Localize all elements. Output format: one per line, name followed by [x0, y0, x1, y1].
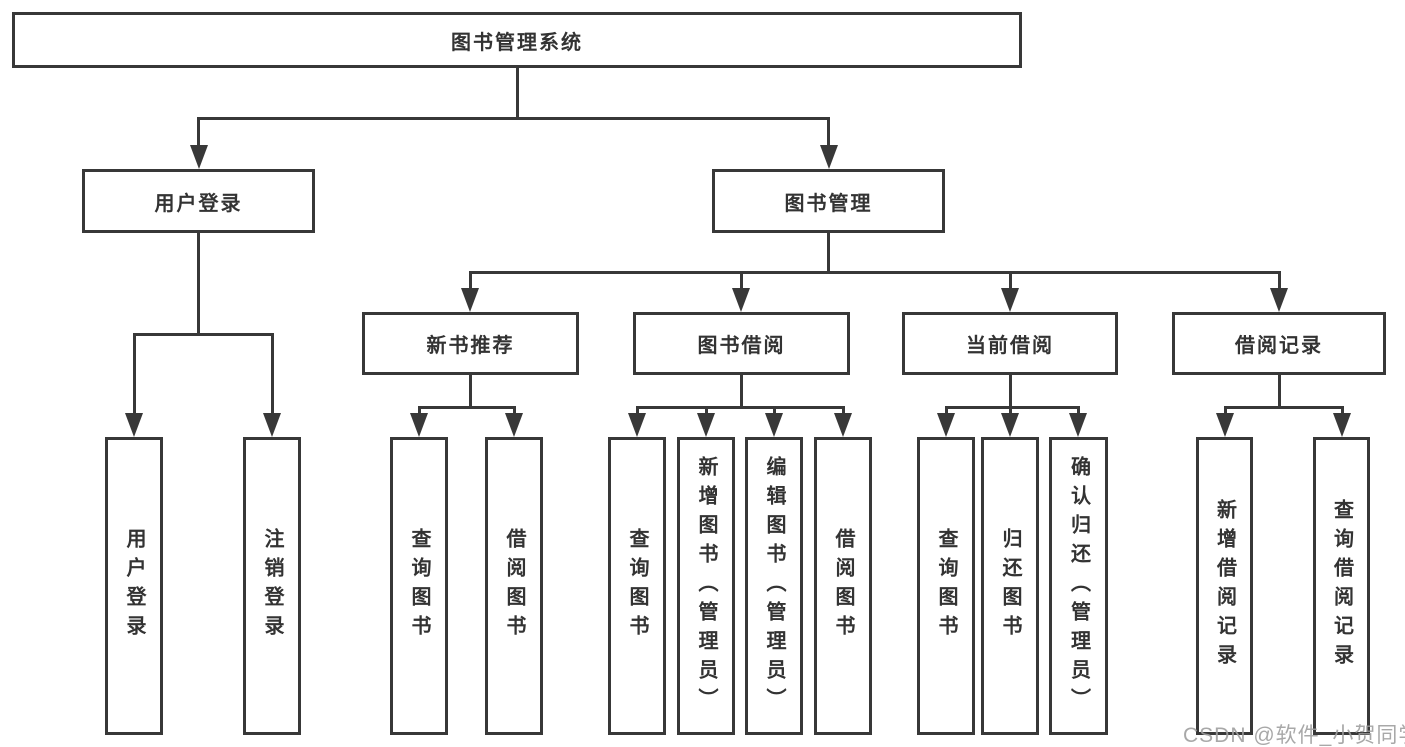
arrow-down-icon [461, 288, 479, 312]
arrow-down-icon [125, 413, 143, 437]
node-borrowing-records: 借阅记录 [1172, 312, 1386, 375]
connector-line [1224, 406, 1344, 409]
node-label: 图书管理系统 [451, 31, 583, 54]
leaf-edit-book-admin: 编辑图书（管理员） [745, 437, 803, 735]
connector-line [197, 117, 830, 120]
connector-line [418, 406, 421, 416]
arrow-down-icon [1270, 288, 1288, 312]
connector-line [827, 117, 830, 147]
node-label: 图书借阅 [697, 335, 786, 357]
arrow-down-icon [732, 288, 750, 312]
arrow-down-icon [834, 413, 852, 437]
leaf-query-borrow-record: 查询借阅记录 [1313, 437, 1370, 735]
connector-line [418, 406, 516, 409]
connector-line [827, 233, 830, 273]
arrow-down-icon [937, 413, 955, 437]
node-book-borrowing: 图书借阅 [633, 312, 850, 375]
arrow-down-icon [765, 413, 783, 437]
node-label: 查询图书 [408, 528, 430, 644]
node-label: 新增图书（管理员） [695, 455, 717, 717]
node-new-book-recommend: 新书推荐 [362, 312, 579, 375]
node-label: 图书管理 [784, 192, 873, 215]
leaf-user-login: 用户登录 [105, 437, 163, 735]
node-label: 用户登录 [123, 528, 145, 644]
connector-line [1009, 271, 1012, 290]
arrow-down-icon [1069, 413, 1087, 437]
connector-line [705, 406, 708, 416]
arrow-down-icon [410, 413, 428, 437]
connector-line [1341, 406, 1344, 416]
connector-line [1278, 271, 1281, 290]
connector-line [516, 68, 519, 119]
connector-line [945, 406, 948, 416]
connector-line [469, 375, 472, 408]
node-label: 新增借阅记录 [1213, 499, 1236, 673]
node-label: 借阅图书 [832, 528, 854, 644]
arrow-down-icon [505, 413, 523, 437]
leaf-borrow-book: 借阅图书 [814, 437, 872, 735]
connector-line [636, 406, 639, 416]
leaf-borrow-book: 借阅图书 [485, 437, 543, 735]
connector-line [1077, 406, 1080, 416]
connector-line [740, 375, 743, 408]
node-label: 新书推荐 [426, 335, 515, 357]
leaf-logout: 注销登录 [243, 437, 301, 735]
arrow-down-icon [1333, 413, 1351, 437]
connector-line [1009, 406, 1012, 416]
leaf-query-book: 查询图书 [390, 437, 448, 735]
node-label: 编辑图书（管理员） [763, 455, 785, 717]
node-label: 注销登录 [261, 528, 283, 644]
node-user-login: 用户登录 [82, 169, 315, 233]
connector-line [197, 117, 200, 147]
leaf-return-book: 归还图书 [981, 437, 1039, 735]
leaf-query-book: 查询图书 [917, 437, 975, 735]
leaf-add-book-admin: 新增图书（管理员） [677, 437, 735, 735]
watermark: CSDN @软件_小贺同学 [1183, 724, 1405, 747]
connector-line [513, 406, 516, 416]
node-label: 查询图书 [626, 528, 648, 644]
connector-line [636, 406, 845, 409]
arrow-down-icon [628, 413, 646, 437]
arrow-down-icon [1001, 288, 1019, 312]
connector-line [842, 406, 845, 416]
node-library-management-system: 图书管理系统 [12, 12, 1022, 68]
arrow-down-icon [697, 413, 715, 437]
arrow-down-icon [820, 145, 838, 169]
connector-line [271, 333, 274, 415]
leaf-add-borrow-record: 新增借阅记录 [1196, 437, 1253, 735]
connector-line [469, 271, 1281, 274]
node-label: 确认归还（管理员） [1067, 455, 1090, 717]
node-label: 借阅记录 [1235, 335, 1323, 357]
arrow-down-icon [263, 413, 281, 437]
leaf-query-book: 查询图书 [608, 437, 666, 735]
connector-line [469, 271, 472, 290]
node-book-management: 图书管理 [712, 169, 945, 233]
connector-line [945, 406, 1080, 409]
arrow-down-icon [1001, 413, 1019, 437]
arrow-down-icon [190, 145, 208, 169]
connector-line [1009, 375, 1012, 408]
node-label: 归还图书 [999, 528, 1021, 644]
node-label: 借阅图书 [503, 528, 525, 644]
leaf-confirm-return-admin: 确认归还（管理员） [1049, 437, 1108, 735]
connector-line [133, 333, 274, 336]
node-current-borrowing: 当前借阅 [902, 312, 1118, 375]
connector-line [1224, 406, 1227, 416]
connector-line [1278, 375, 1281, 408]
arrow-down-icon [1216, 413, 1234, 437]
node-label: 查询图书 [935, 528, 957, 644]
connector-line [740, 271, 743, 290]
connector-line [133, 333, 136, 415]
connector-line [773, 406, 776, 416]
node-label: 查询借阅记录 [1330, 499, 1353, 673]
connector-line [197, 233, 200, 335]
node-label: 用户登录 [154, 192, 243, 215]
node-label: 当前借阅 [966, 335, 1054, 357]
